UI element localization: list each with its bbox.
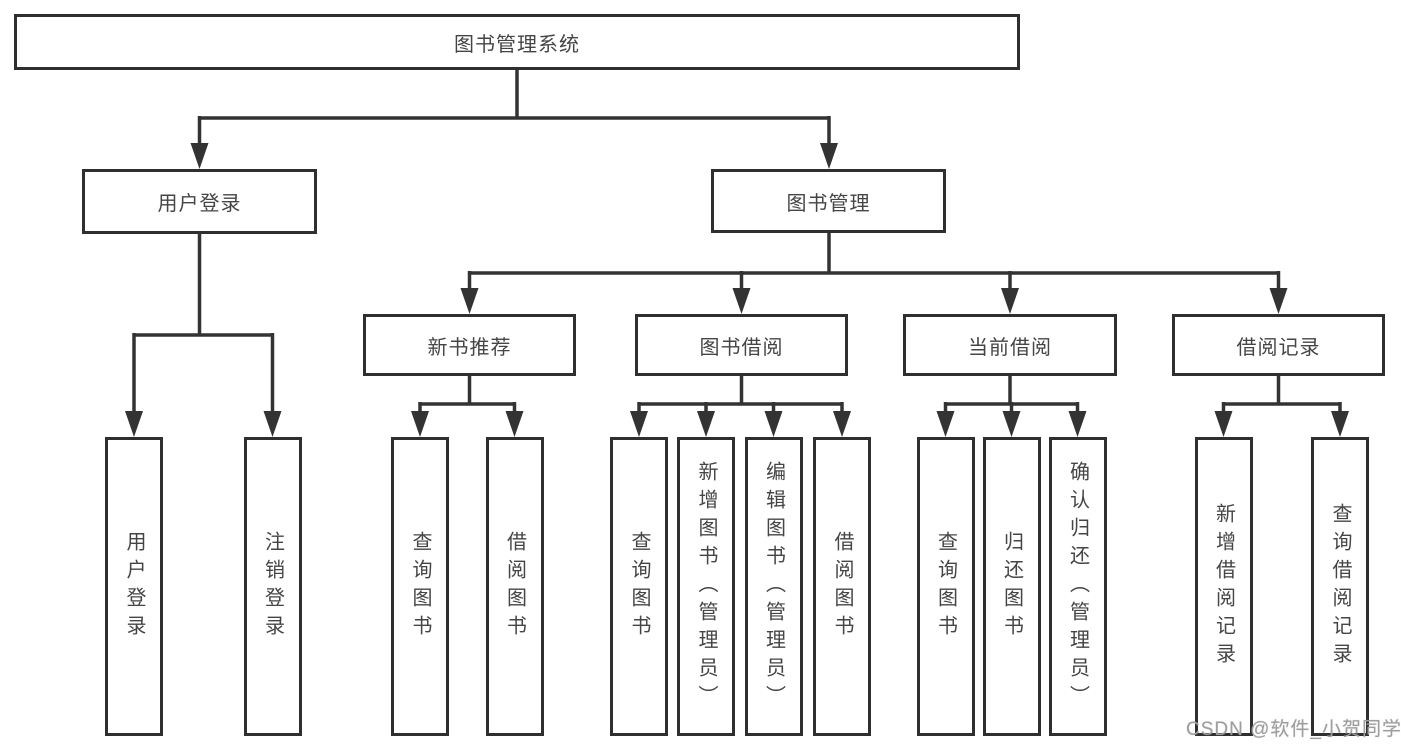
leaf-user-login: 用户登录 [105, 437, 163, 736]
csdn-watermark: CSDN @软件_小贺同学 [1186, 719, 1402, 740]
node-user-login: 用户登录 [82, 169, 317, 234]
node-book-borrowing: 图书借阅 [635, 314, 848, 376]
leaf-edit-books-admin: 编辑图书（管理员） [744, 437, 803, 736]
leaf-borrow-books-1: 借阅图书 [485, 437, 544, 736]
leaf-add-borrow-record: 新增借阅记录 [1194, 437, 1253, 736]
node-current-borrowing: 当前借阅 [903, 314, 1117, 376]
connector-book-borrow-children [630, 376, 851, 437]
node-book-management: 图书管理 [711, 169, 946, 233]
leaf-query-books-2: 查询图书 [610, 437, 668, 736]
leaf-query-books-1: 查询图书 [391, 437, 449, 736]
node-borrowing-records: 借阅记录 [1172, 314, 1385, 376]
connector-new-book-children [411, 376, 524, 437]
connector-current-borrow-children [936, 376, 1087, 437]
leaf-borrow-books-2: 借阅图书 [813, 437, 871, 736]
leaf-add-books-admin: 新增图书（管理员） [677, 437, 735, 736]
connector-root-to-level2 [190, 70, 838, 169]
connector-book-mgmt-children [460, 233, 1288, 314]
leaf-confirm-return-admin: 确认归还（管理员） [1048, 437, 1107, 736]
node-root-system: 图书管理系统 [14, 14, 1020, 70]
connector-borrow-record-children [1214, 376, 1349, 437]
leaf-logout: 注销登录 [243, 437, 302, 736]
connector-user-login-children [125, 234, 282, 437]
leaf-query-borrow-record: 查询借阅记录 [1311, 437, 1369, 736]
node-new-book-recommend: 新书推荐 [363, 314, 576, 376]
leaf-query-books-3: 查询图书 [916, 437, 975, 736]
leaf-return-books: 归还图书 [982, 437, 1041, 736]
